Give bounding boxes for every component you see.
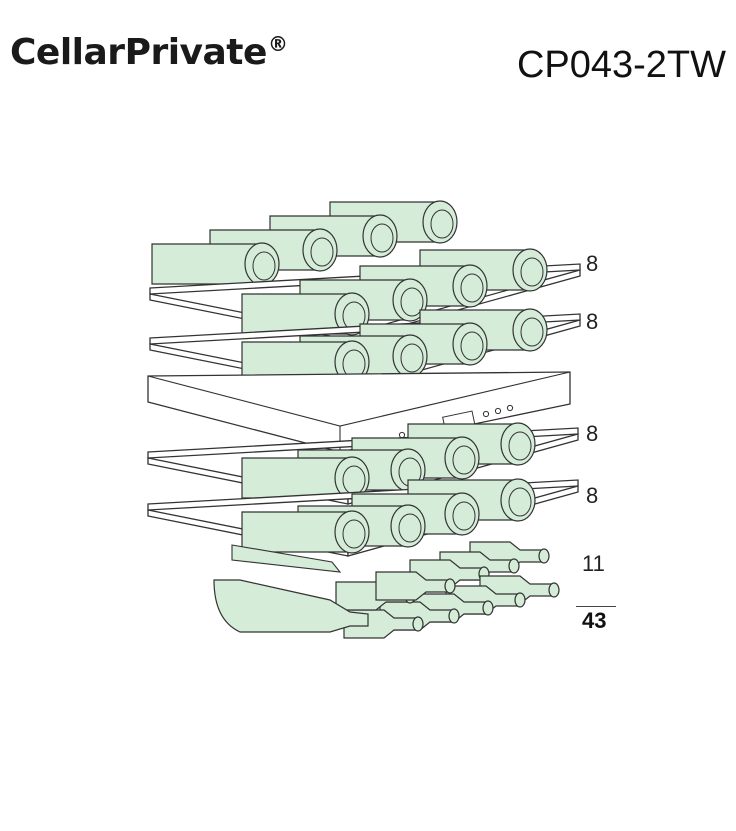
shelf-count-3: 8 <box>586 421 599 446</box>
shelf-count-1: 8 <box>586 251 599 276</box>
shelf-count-4: 8 <box>586 483 599 508</box>
brand-name: CellarPrivate <box>10 32 267 73</box>
shelf-count-5: 11 <box>582 551 605 576</box>
shelf-count-2: 8 <box>586 309 599 334</box>
brand-logo: CellarPrivate® <box>10 32 288 73</box>
model-number: CP043-2TW <box>516 44 726 86</box>
total-count: 43 <box>582 608 607 633</box>
bottom-rack <box>213 541 560 639</box>
total-divider <box>576 606 616 607</box>
registered-mark: ® <box>267 32 288 56</box>
